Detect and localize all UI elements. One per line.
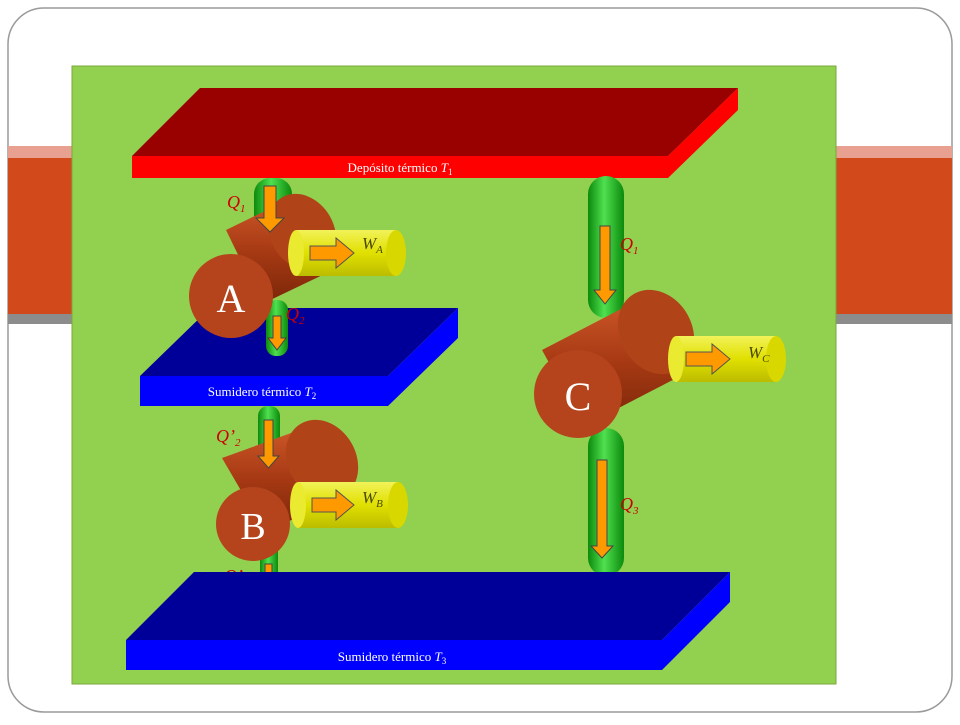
work-label-b: WB: [362, 488, 383, 510]
cold-reservoir: Sumidero térmico T3: [126, 572, 730, 670]
engine-a: A WA: [189, 178, 406, 356]
arrow-q3-c: [589, 459, 615, 559]
arrow-q2p-b: [256, 419, 281, 469]
engine-a-label: A: [217, 276, 246, 321]
label-q2-a: Q2: [286, 304, 305, 327]
arrow-wb: [311, 488, 355, 522]
engine-c: C WC: [534, 176, 786, 576]
mid-reservoir-label: Sumidero térmico T2: [208, 384, 317, 401]
hot-reservoir: Depósito térmico T1: [132, 88, 738, 178]
arrow-wc: [685, 342, 731, 376]
work-label-c: WC: [748, 343, 770, 365]
label-q1-c: Q1: [620, 234, 639, 257]
engine-c-label: C: [565, 374, 592, 419]
work-label-a: WA: [362, 234, 383, 256]
label-q2p-b: Q’2: [216, 426, 241, 449]
label-q1-a: Q1: [227, 192, 246, 215]
engine-b: B WB: [216, 406, 408, 598]
arrow-q2-a: [267, 315, 287, 351]
engine-b-label: B: [240, 506, 265, 548]
label-q3-c: Q3: [620, 494, 639, 517]
hot-reservoir-label: Depósito térmico T1: [348, 160, 453, 177]
arrow-wa: [309, 236, 355, 270]
arrow-q1-c: [592, 225, 618, 305]
arrow-q1-a: [254, 185, 286, 233]
cold-reservoir-label: Sumidero térmico T3: [338, 649, 447, 666]
